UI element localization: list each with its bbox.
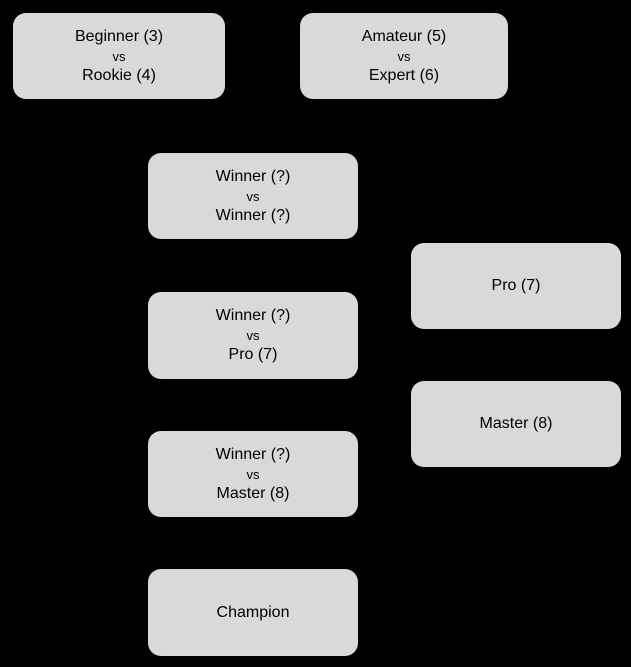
node-top-label: Winner (?) xyxy=(215,445,291,463)
node-vs-label: vs xyxy=(246,328,260,343)
node-bottom-label: Expert (6) xyxy=(368,66,440,84)
node-top-label: Amateur (5) xyxy=(361,27,447,45)
node-bottom-label: Winner (?) xyxy=(215,206,291,224)
node-match-beginner-rookie: Beginner (3) vs Rookie (4) xyxy=(13,13,225,99)
node-top-label: Beginner (3) xyxy=(74,27,164,45)
node-label: Master (8) xyxy=(479,415,553,432)
node-vs-label: vs xyxy=(246,188,260,204)
node-bottom-label: Pro (7) xyxy=(228,346,278,363)
node-entrant-pro: Pro (7) xyxy=(411,243,621,329)
node-entrant-master: Master (8) xyxy=(411,381,621,467)
node-bottom-label: Rookie (4) xyxy=(82,66,156,84)
node-label: Champion xyxy=(216,603,290,621)
node-label: Pro (7) xyxy=(491,277,541,294)
node-match-winner-master: Winner (?) vs Master (8) xyxy=(148,431,358,517)
node-champion: Champion xyxy=(148,569,358,656)
node-vs-label: vs xyxy=(112,48,126,64)
node-match-amateur-expert: Amateur (5) vs Expert (6) xyxy=(300,13,508,99)
node-match-winner-pro: Winner (?) vs Pro (7) xyxy=(148,292,358,379)
node-vs-label: vs xyxy=(397,48,411,64)
node-bottom-label: Master (8) xyxy=(216,484,290,502)
node-vs-label: vs xyxy=(246,466,260,482)
node-top-label: Winner (?) xyxy=(215,307,291,324)
node-match-winner-winner: Winner (?) vs Winner (?) xyxy=(148,153,358,239)
node-top-label: Winner (?) xyxy=(215,167,291,185)
